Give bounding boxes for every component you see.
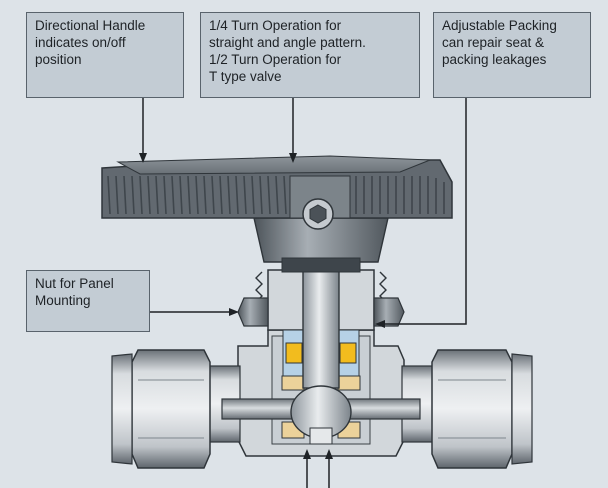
hex-socket-icon xyxy=(302,198,334,230)
callout-handle-line-2: indicates on/off xyxy=(35,35,126,50)
panel-nut-left xyxy=(237,297,269,327)
callout-adjustable-packing: Adjustable Packing can repair seat & pac… xyxy=(433,12,591,98)
callout-operation-line-1: 1/4 Turn Operation for xyxy=(209,18,342,33)
callout-handle-line-1: Directional Handle xyxy=(35,18,146,33)
left-end-fitting xyxy=(111,349,241,469)
valve-stem xyxy=(290,257,352,445)
callout-operation-line-4: T type valve xyxy=(209,69,282,84)
callout-packing-line-3: packing leakages xyxy=(442,52,547,67)
right-end-fitting xyxy=(401,349,533,469)
callout-operation-line-3: 1/2 Turn Operation for xyxy=(209,52,342,67)
callout-nut-line-1: Nut for Panel xyxy=(35,276,114,291)
callout-operation-line-2: straight and angle pattern. xyxy=(209,35,366,50)
handle-knob xyxy=(253,217,389,273)
callout-packing-line-1: Adjustable Packing xyxy=(442,18,557,33)
callout-directional-handle: Directional Handle indicates on/off posi… xyxy=(26,12,184,98)
leader-packing xyxy=(375,97,467,328)
callout-nut-line-2: Mounting xyxy=(35,293,91,308)
directional-handle xyxy=(101,155,453,219)
panel-nut-right xyxy=(373,297,405,327)
leader-arrow-icon xyxy=(139,97,467,328)
callout-packing-line-2: can repair seat & xyxy=(442,35,545,50)
flow-arrow-icon xyxy=(303,449,333,488)
packing-assembly xyxy=(282,329,360,381)
callout-turn-operation: 1/4 Turn Operation for straight and angl… xyxy=(200,12,420,98)
callout-panel-nut: Nut for Panel Mounting xyxy=(26,270,150,332)
callout-handle-line-3: position xyxy=(35,52,82,67)
